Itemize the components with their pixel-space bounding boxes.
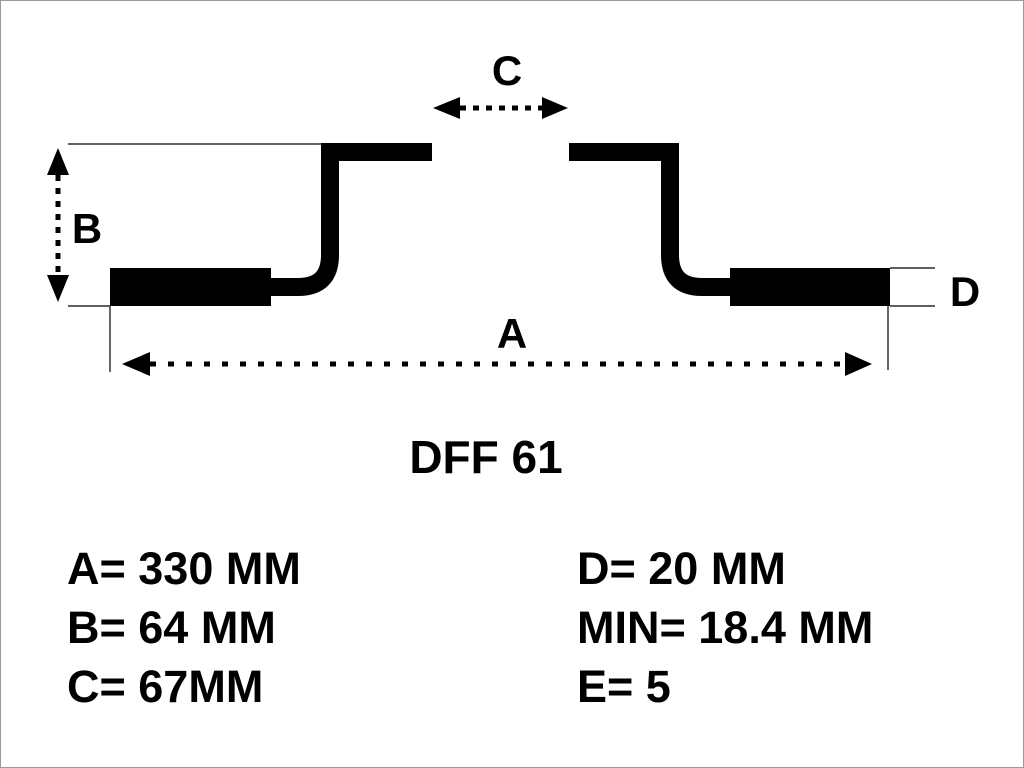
extension-lines <box>68 143 935 372</box>
dimension-a-arrow <box>122 352 872 376</box>
right-friction-pad <box>730 268 890 306</box>
right-hat-wall <box>569 143 736 296</box>
label-d: D <box>950 268 980 315</box>
spec-b: B= 64 MM <box>67 602 276 653</box>
spec-min: MIN= 18.4 MM <box>577 602 874 653</box>
spec-c: C= 67MM <box>67 661 264 712</box>
left-friction-pad <box>110 268 271 306</box>
dimension-b-arrow <box>47 148 69 302</box>
spec-a: A= 330 MM <box>67 543 301 594</box>
left-hat-wall <box>265 143 432 296</box>
dimension-c-arrow <box>433 97 568 119</box>
label-c: C <box>492 47 522 94</box>
spec-d: D= 20 MM <box>577 543 786 594</box>
label-a: A <box>497 310 527 357</box>
label-b: B <box>72 205 102 252</box>
spec-e: E= 5 <box>577 661 671 712</box>
model-title: DFF 61 <box>409 431 562 483</box>
